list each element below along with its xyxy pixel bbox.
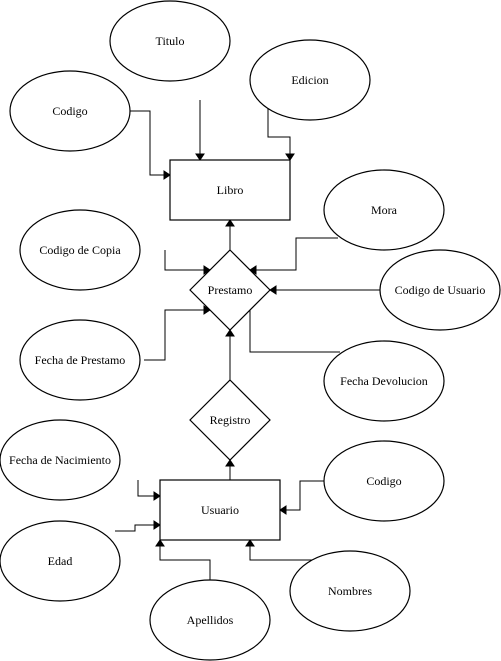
attribute-fecha-nacimiento-label: Fecha de Nacimiento — [9, 453, 111, 467]
relationship-registro: Registro — [189, 379, 271, 461]
attribute-apellidos: Apellidos — [149, 579, 271, 661]
relationship-registro-diamond — [189, 379, 271, 461]
edge-arrowhead — [225, 329, 235, 337]
attribute-fecha-prestamo-ellipse — [19, 319, 141, 401]
attribute-codigo-copia: Codigo de Copia — [19, 209, 141, 291]
edge-arrowhead — [155, 539, 165, 547]
entity-usuario-label: Usuario — [201, 503, 239, 517]
edge-nombres-usuario — [249, 546, 318, 565]
attribute-edicion-ellipse — [249, 39, 371, 121]
entity-usuario-box — [159, 479, 281, 541]
edge-arrowhead — [153, 520, 161, 530]
attribute-edad-ellipse — [0, 520, 121, 602]
edge-arrowhead — [153, 491, 161, 501]
attribute-apellidos-label: Apellidos — [187, 613, 234, 627]
attribute-codigo-usuario-attr-ellipse — [323, 440, 445, 522]
edge-arrowhead — [249, 265, 257, 275]
relationship-registro-label: Registro — [210, 413, 251, 427]
attribute-codigo-usuario: Codigo de Usuario — [379, 249, 501, 331]
attribute-codigo-libro-label: Codigo — [52, 104, 87, 118]
attribute-apellidos-ellipse — [149, 579, 271, 661]
edge-fechadevolucion-prestamo — [249, 296, 340, 353]
attribute-codigo-copia-ellipse — [19, 209, 141, 291]
attribute-mora-ellipse — [323, 169, 445, 251]
attribute-nombres-ellipse — [289, 550, 411, 632]
entity-usuario: Usuario — [159, 479, 281, 541]
attribute-codigo-usuario-ellipse — [379, 249, 501, 331]
attribute-mora-label: Mora — [371, 203, 398, 217]
edge-edad-usuario — [115, 524, 154, 532]
edge-apellidos-usuario — [159, 546, 211, 581]
edge-mora-prestamo — [256, 237, 338, 271]
connectors — [115, 100, 380, 581]
edge-arrowhead — [245, 539, 255, 547]
edge-arrowhead — [285, 153, 295, 161]
attribute-edicion-label: Edicion — [291, 73, 328, 87]
attribute-edad: Edad — [0, 520, 121, 602]
edge-arrowhead — [163, 170, 171, 180]
edge-arrowhead — [225, 219, 235, 227]
attribute-edicion: Edicion — [249, 39, 371, 121]
attribute-fecha-nacimiento: Fecha de Nacimiento — [0, 419, 121, 501]
attribute-nombres: Nombres — [289, 550, 411, 632]
edge-arrowhead — [203, 305, 211, 315]
relationship-prestamo-label: Prestamo — [208, 283, 253, 297]
edge-fechaprestamo-prestamo — [144, 309, 204, 361]
edge-codigousuario-usuario — [286, 480, 325, 511]
edge-copia-prestamo — [164, 250, 204, 271]
attribute-codigo-libro: Codigo — [9, 70, 131, 152]
attribute-fecha-devolucion-label: Fecha Devolucion — [340, 374, 428, 388]
attribute-codigo-libro-ellipse — [9, 70, 131, 152]
attribute-codigo-usuario-attr: Codigo — [323, 440, 445, 522]
attribute-fecha-nacimiento-ellipse — [0, 419, 121, 501]
edge-codigo-libro — [130, 110, 164, 176]
attribute-codigo-usuario-label: Codigo de Usuario — [395, 283, 486, 297]
edge-fechanac-usuario — [137, 480, 154, 497]
attribute-fecha-prestamo: Fecha de Prestamo — [19, 319, 141, 401]
entity-libro-box — [169, 159, 291, 221]
edge-arrowhead — [269, 285, 277, 295]
relationship-prestamo: Prestamo — [189, 249, 271, 331]
attribute-nombres-label: Nombres — [328, 584, 372, 598]
attribute-fecha-prestamo-label: Fecha de Prestamo — [35, 353, 126, 367]
attribute-mora: Mora — [323, 169, 445, 251]
attribute-titulo-ellipse — [109, 0, 231, 82]
attribute-codigo-copia-label: Codigo de Copia — [39, 243, 121, 257]
edge-arrowhead — [279, 505, 287, 515]
attribute-codigo-usuario-attr-label: Codigo — [366, 474, 401, 488]
attribute-fecha-devolucion: Fecha Devolucion — [323, 340, 445, 422]
attribute-titulo: Titulo — [109, 0, 231, 82]
attribute-fecha-devolucion-ellipse — [323, 340, 445, 422]
relationship-prestamo-diamond — [189, 249, 271, 331]
edge-arrowhead — [225, 459, 235, 467]
entity-libro-label: Libro — [217, 183, 244, 197]
attribute-titulo-label: Titulo — [156, 34, 185, 48]
edge-arrowhead — [195, 153, 205, 161]
edge-arrowhead — [203, 265, 211, 275]
entity-libro: Libro — [169, 159, 291, 221]
edge-edicion-libro — [267, 109, 291, 154]
attribute-edad-label: Edad — [48, 554, 73, 568]
